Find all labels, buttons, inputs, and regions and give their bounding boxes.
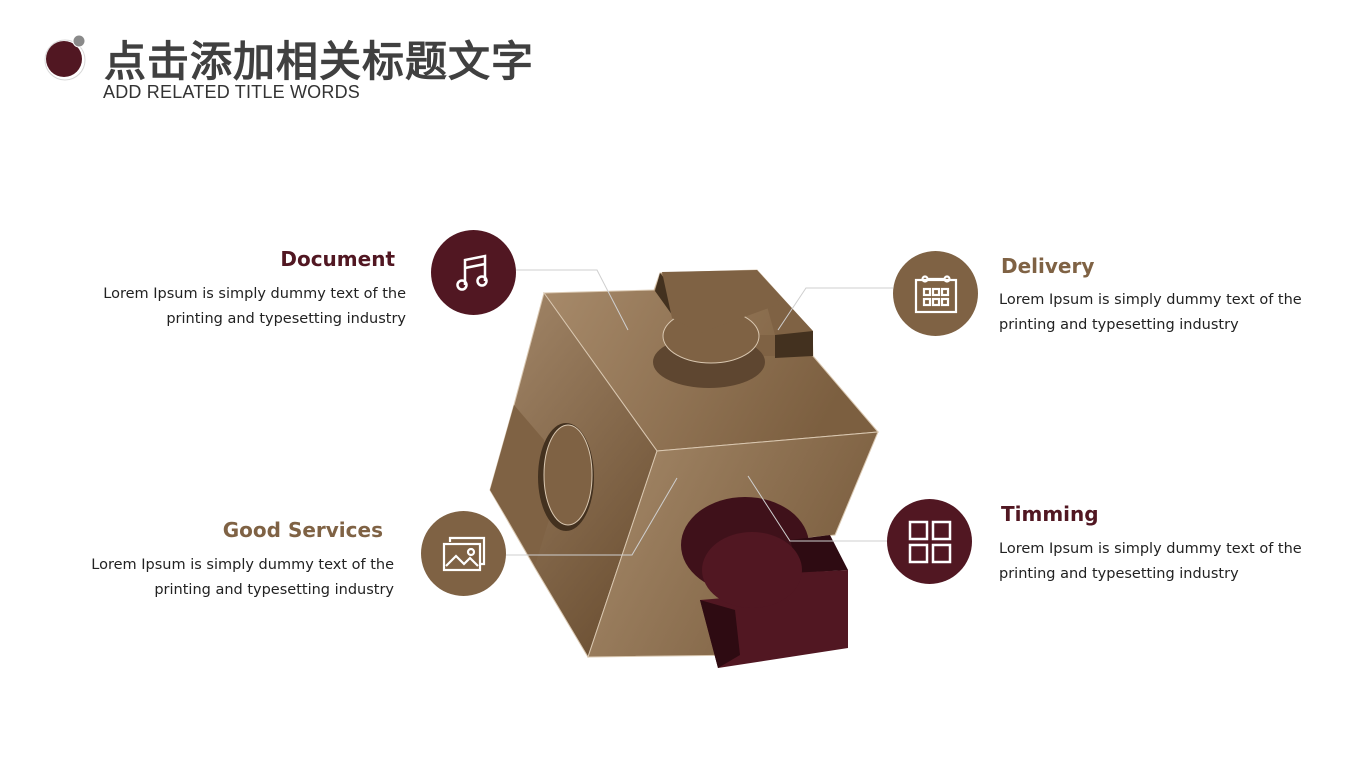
delivery-description: Lorem Ipsum is simply dummy text of the … <box>999 292 1302 333</box>
title-bullet-icon <box>44 35 86 81</box>
cube-top-face <box>543 269 880 452</box>
connector-lines <box>505 269 893 556</box>
page-subtitle: ADD RELATED TITLE WORDS <box>103 82 360 102</box>
grid-icon <box>908 520 951 563</box>
delivery-icon-circle <box>893 251 978 336</box>
delivery-title: Delivery <box>1001 254 1095 278</box>
timming-icon-circle <box>887 499 972 584</box>
music-note-icon <box>455 253 488 291</box>
timming-title: Timming <box>1001 502 1099 526</box>
image-gallery-icon <box>442 536 485 571</box>
good-services-title: Good Services <box>222 518 383 542</box>
good-services-description: Lorem Ipsum is simply dummy text of the … <box>91 557 394 598</box>
page-title: 点击添加相关标题文字 <box>104 37 535 86</box>
document-icon-circle <box>431 230 516 315</box>
document-description: Lorem Ipsum is simply dummy text of the … <box>103 286 406 327</box>
document-title: Document <box>280 247 395 271</box>
calendar-icon <box>914 274 957 313</box>
timming-description: Lorem Ipsum is simply dummy text of the … <box>999 541 1302 582</box>
maroon-puzzle-piece <box>681 497 848 668</box>
good-services-icon-circle <box>421 511 506 596</box>
cube-left-face <box>489 291 658 659</box>
